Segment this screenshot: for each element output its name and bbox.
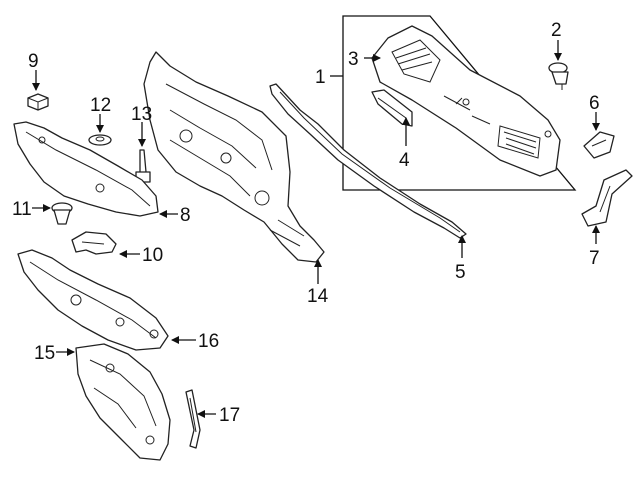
callout-1: 1	[315, 67, 326, 88]
part-14-dash-panel	[143, 51, 325, 263]
callout-15: 15	[34, 343, 55, 364]
callout-14: 14	[307, 286, 329, 307]
callout-6: 6	[589, 93, 600, 114]
callout-12: 12	[90, 95, 111, 116]
part-16-lower-insulator	[17, 249, 169, 351]
callout-11: 11	[12, 199, 32, 220]
callout-4: 4	[399, 150, 410, 171]
part-9-bolt	[27, 93, 49, 111]
callout-3: 3	[348, 49, 359, 70]
assembly-box	[342, 15, 577, 191]
part-12-grommet	[88, 134, 112, 146]
part-10-insulator-piece	[71, 231, 117, 255]
callout-13: 13	[131, 104, 152, 125]
part-6-cap	[583, 131, 615, 159]
callout-10: 10	[142, 245, 163, 266]
part-2-clip	[548, 62, 569, 90]
part-15-dash-insulator	[75, 343, 171, 461]
callout-2: 2	[551, 20, 562, 41]
callout-7: 7	[589, 248, 600, 269]
callout-8: 8	[180, 205, 191, 226]
part-17-seal	[185, 389, 201, 449]
callout-5: 5	[455, 262, 466, 283]
part-11-plug	[51, 202, 73, 225]
part-3-cowl-panel	[371, 25, 561, 177]
callout-16: 16	[198, 331, 219, 352]
callout-17: 17	[219, 405, 240, 426]
part-7-bracket	[581, 169, 633, 227]
callout-9: 9	[28, 51, 39, 72]
leader-lines	[32, 40, 600, 418]
part-8-insulator	[13, 121, 159, 217]
callout-labels: 1 2 3 4 5 6 7 8 9 10 11 12 13 14 15 16 1…	[12, 20, 600, 426]
